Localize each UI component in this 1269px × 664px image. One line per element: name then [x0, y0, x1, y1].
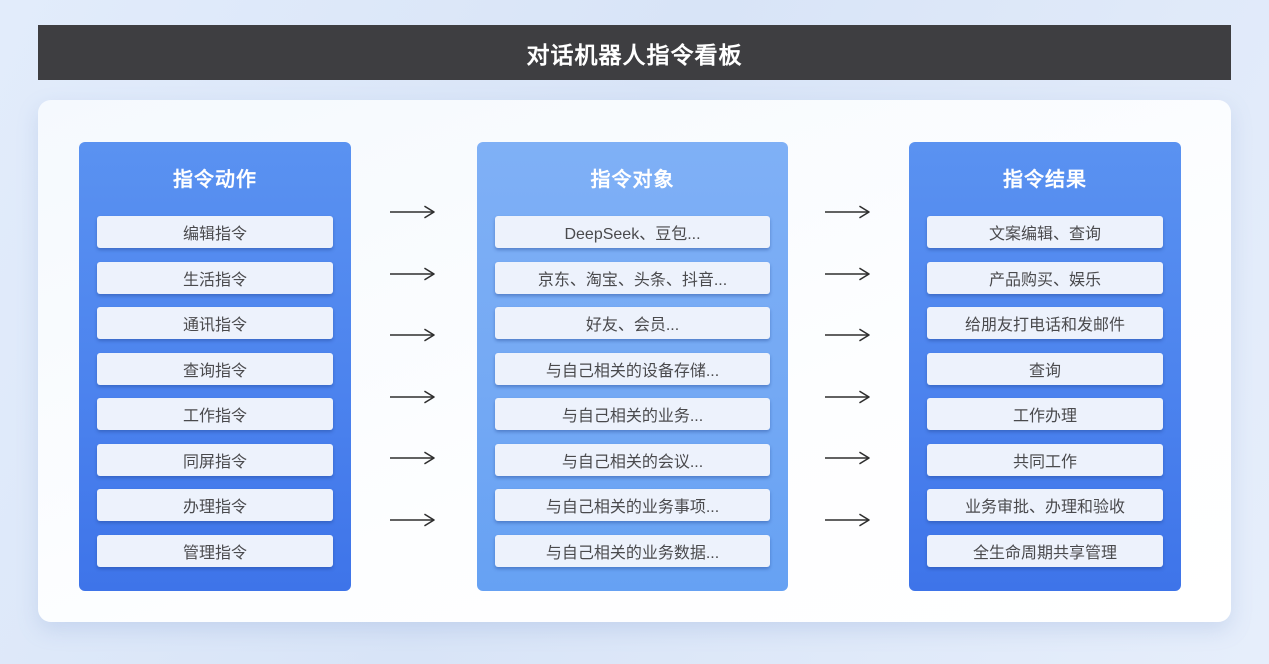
- item-list: DeepSeek、豆包... 京东、淘宝、头条、抖音... 好友、会员... 与…: [495, 216, 770, 567]
- title-bar: 对话机器人指令看板: [38, 25, 1231, 80]
- page-title: 对话机器人指令看板: [526, 41, 743, 68]
- item-box: DeepSeek、豆包...: [495, 216, 770, 248]
- item-box: 京东、淘宝、头条、抖音...: [495, 261, 770, 294]
- right-arrow-icon: [389, 200, 439, 224]
- item-box: 与自己相关的设备存储...: [495, 352, 770, 385]
- item-box: 全生命周期共享管理: [927, 534, 1163, 567]
- item-box: 文案编辑、查询: [927, 216, 1163, 248]
- item-box: 查询: [927, 352, 1163, 385]
- item-box: 工作办理: [927, 398, 1163, 430]
- right-arrow-icon: [389, 385, 439, 409]
- right-arrow-icon: [824, 385, 874, 409]
- right-arrow-icon: [389, 262, 439, 286]
- item-list: 文案编辑、查询 产品购买、娱乐 给朋友打电话和发邮件 查询 工作办理 共同工作 …: [927, 216, 1163, 567]
- arrow-gap-1: [351, 142, 477, 591]
- item-box: 与自己相关的会议...: [495, 443, 770, 476]
- column-header: 指令动作: [173, 169, 257, 191]
- column-command-objects: 指令对象 DeepSeek、豆包... 京东、淘宝、头条、抖音... 好友、会员…: [477, 142, 788, 591]
- item-box: 与自己相关的业务数据...: [495, 534, 770, 567]
- right-arrow-icon: [389, 508, 439, 532]
- diagram: 指令动作 编辑指令 生活指令 通讯指令 查询指令 工作指令 同屏指令 办理指令 …: [79, 142, 1181, 591]
- item-box: 生活指令: [97, 261, 333, 294]
- diagram-panel: 指令动作 编辑指令 生活指令 通讯指令 查询指令 工作指令 同屏指令 办理指令 …: [38, 100, 1231, 622]
- item-box: 同屏指令: [97, 443, 333, 476]
- column-command-results: 指令结果 文案编辑、查询 产品购买、娱乐 给朋友打电话和发邮件 查询 工作办理 …: [909, 142, 1181, 591]
- right-arrow-icon: [824, 508, 874, 532]
- right-arrow-icon: [824, 262, 874, 286]
- column-command-actions: 指令动作 编辑指令 生活指令 通讯指令 查询指令 工作指令 同屏指令 办理指令 …: [79, 142, 351, 591]
- right-arrow-icon: [824, 323, 874, 347]
- item-box: 与自己相关的业务事项...: [495, 489, 770, 521]
- right-arrow-icon: [389, 446, 439, 470]
- item-box: 产品购买、娱乐: [927, 261, 1163, 294]
- column-header: 指令结果: [1003, 169, 1087, 191]
- item-box: 与自己相关的业务...: [495, 398, 770, 430]
- item-box: 共同工作: [927, 443, 1163, 476]
- right-arrow-icon: [824, 446, 874, 470]
- item-box: 查询指令: [97, 352, 333, 385]
- item-box: 业务审批、办理和验收: [927, 489, 1163, 521]
- item-box: 好友、会员...: [495, 307, 770, 339]
- item-box: 管理指令: [97, 534, 333, 567]
- item-box: 通讯指令: [97, 307, 333, 339]
- item-box: 给朋友打电话和发邮件: [927, 307, 1163, 339]
- item-list: 编辑指令 生活指令 通讯指令 查询指令 工作指令 同屏指令 办理指令 管理指令: [97, 216, 333, 567]
- right-arrow-icon: [389, 323, 439, 347]
- column-header: 指令对象: [590, 169, 675, 191]
- item-box: 编辑指令: [97, 216, 333, 248]
- item-box: 办理指令: [97, 489, 333, 521]
- arrow-gap-2: [788, 142, 909, 591]
- item-box: 工作指令: [97, 398, 333, 430]
- right-arrow-icon: [824, 200, 874, 224]
